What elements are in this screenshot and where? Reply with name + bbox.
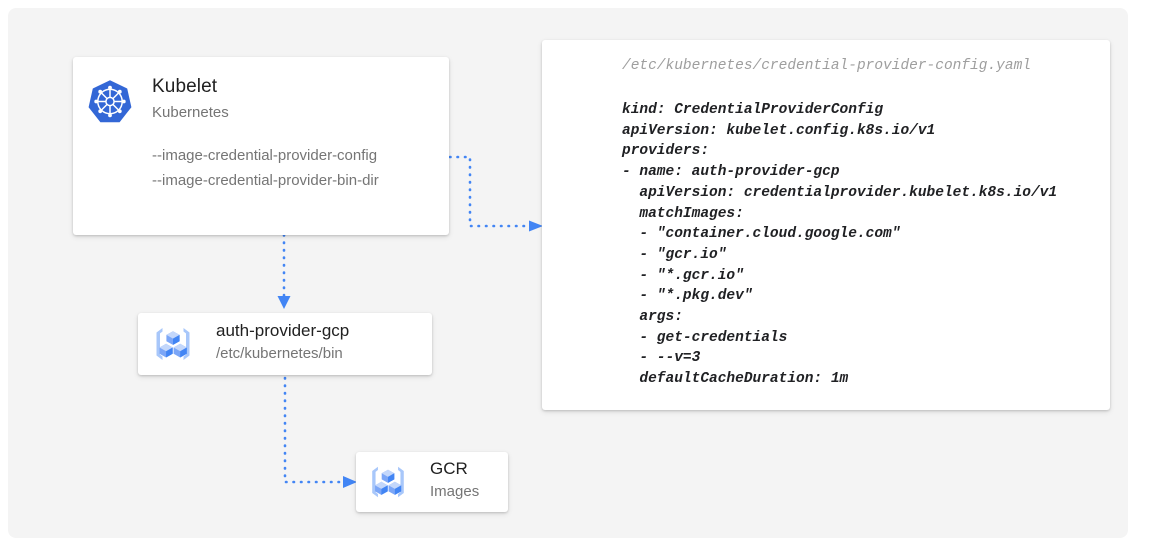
kubelet-subtitle: Kubernetes — [152, 104, 229, 121]
kubernetes-logo-icon — [86, 78, 134, 126]
kubelet-flag-image-credential-provider-config: --image-credential-provider-config — [152, 147, 378, 164]
kubelet-title: Kubelet — [152, 76, 218, 97]
gcp-container-registry-icon — [150, 321, 196, 367]
yaml-file-path: /etc/kubernetes/credential-provider-conf… — [622, 58, 1031, 74]
gcr-subtitle: Images — [430, 483, 480, 500]
node-kubelet[interactable]: Kubelet Kubernetes --image-credential-pr… — [73, 57, 449, 235]
gcr-title: GCR — [430, 459, 468, 478]
node-auth-provider-gcp[interactable]: auth-provider-gcp /etc/kubernetes/bin — [138, 313, 432, 375]
auth-provider-title: auth-provider-gcp — [216, 321, 350, 340]
kubelet-flag-image-credential-provider-bin-dir: --image-credential-provider-bin-dir — [152, 172, 379, 189]
yaml-content: kind: CredentialProviderConfig apiVersio… — [622, 102, 1058, 388]
credential-provider-config-panel[interactable]: /etc/kubernetes/credential-provider-conf… — [542, 40, 1110, 410]
node-gcr[interactable]: GCR Images — [356, 452, 508, 512]
auth-provider-subtitle: /etc/kubernetes/bin — [216, 345, 343, 362]
gcp-container-registry-icon — [366, 460, 410, 504]
